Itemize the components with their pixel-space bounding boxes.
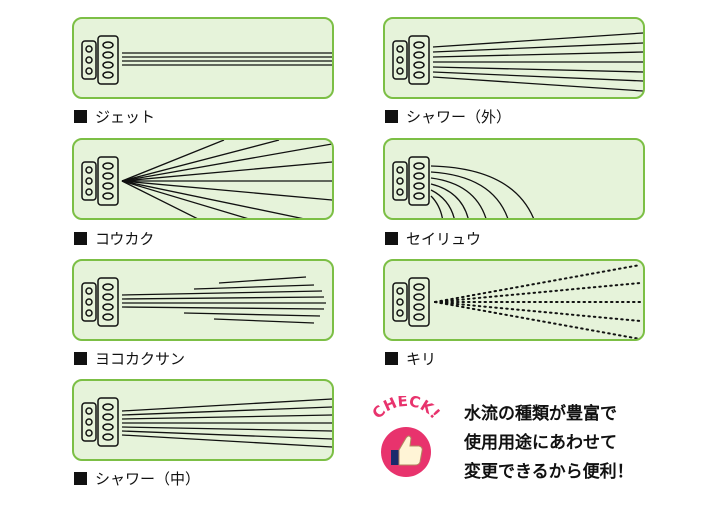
nozzle-head-icon — [81, 397, 119, 447]
nozzle-panel-yoko-koukaku-san — [72, 259, 334, 341]
check-message-line: 変更できるから便利！ — [464, 462, 634, 482]
nozzle-head-icon — [392, 35, 430, 85]
nozzle-label-jet: ジェット — [74, 108, 155, 126]
nozzle-label-yoko-koukaku-san: ヨコカクサン — [74, 350, 185, 368]
nozzle-head-icon — [392, 156, 430, 206]
nozzle-head-icon — [81, 35, 119, 85]
nozzle-label-seiryuu: セイリュウ — [385, 230, 481, 248]
nozzle-panel-seiryuu — [383, 138, 645, 220]
nozzle-label-shower-outer: シャワー（外） — [385, 108, 511, 126]
check-message: 水流の種類が豊富で 使用用途にあわせて 変更できるから便利！ — [464, 400, 634, 487]
nozzle-panel-kiri — [383, 259, 645, 341]
seiryuu-spray-diagram — [392, 156, 534, 218]
shower-outer-spray-diagram — [392, 32, 643, 92]
nozzle-label-kiri: キリ — [385, 350, 436, 368]
nozzle-panel-jet — [72, 17, 334, 99]
kiri-spray-diagram — [392, 264, 641, 339]
check-badge: CHECK! — [358, 392, 454, 480]
thumbs-up-icon — [391, 435, 423, 466]
check-message-line: 水流の種類が豊富で — [464, 404, 617, 424]
jet-spray-diagram — [81, 35, 332, 85]
nozzle-label-shower-middle: シャワー（中） — [74, 470, 200, 488]
nozzle-label-koukaku: コウカク — [74, 230, 154, 248]
nozzle-panel-koukaku — [72, 138, 334, 220]
nozzle-head-icon — [392, 277, 430, 327]
nozzle-panel-shower-middle — [72, 379, 334, 461]
nozzle-panel-shower-outer — [383, 17, 645, 99]
shower-middle-spray-diagram — [81, 397, 332, 448]
koukaku-spray-diagram — [81, 140, 332, 218]
nozzle-head-icon — [81, 156, 119, 206]
yoko-koukaku-san-spray-diagram — [81, 276, 326, 327]
check-badge-text: CHECK! — [369, 396, 444, 422]
nozzle-head-icon — [81, 277, 119, 327]
check-message-line: 使用用途にあわせて — [464, 433, 617, 453]
